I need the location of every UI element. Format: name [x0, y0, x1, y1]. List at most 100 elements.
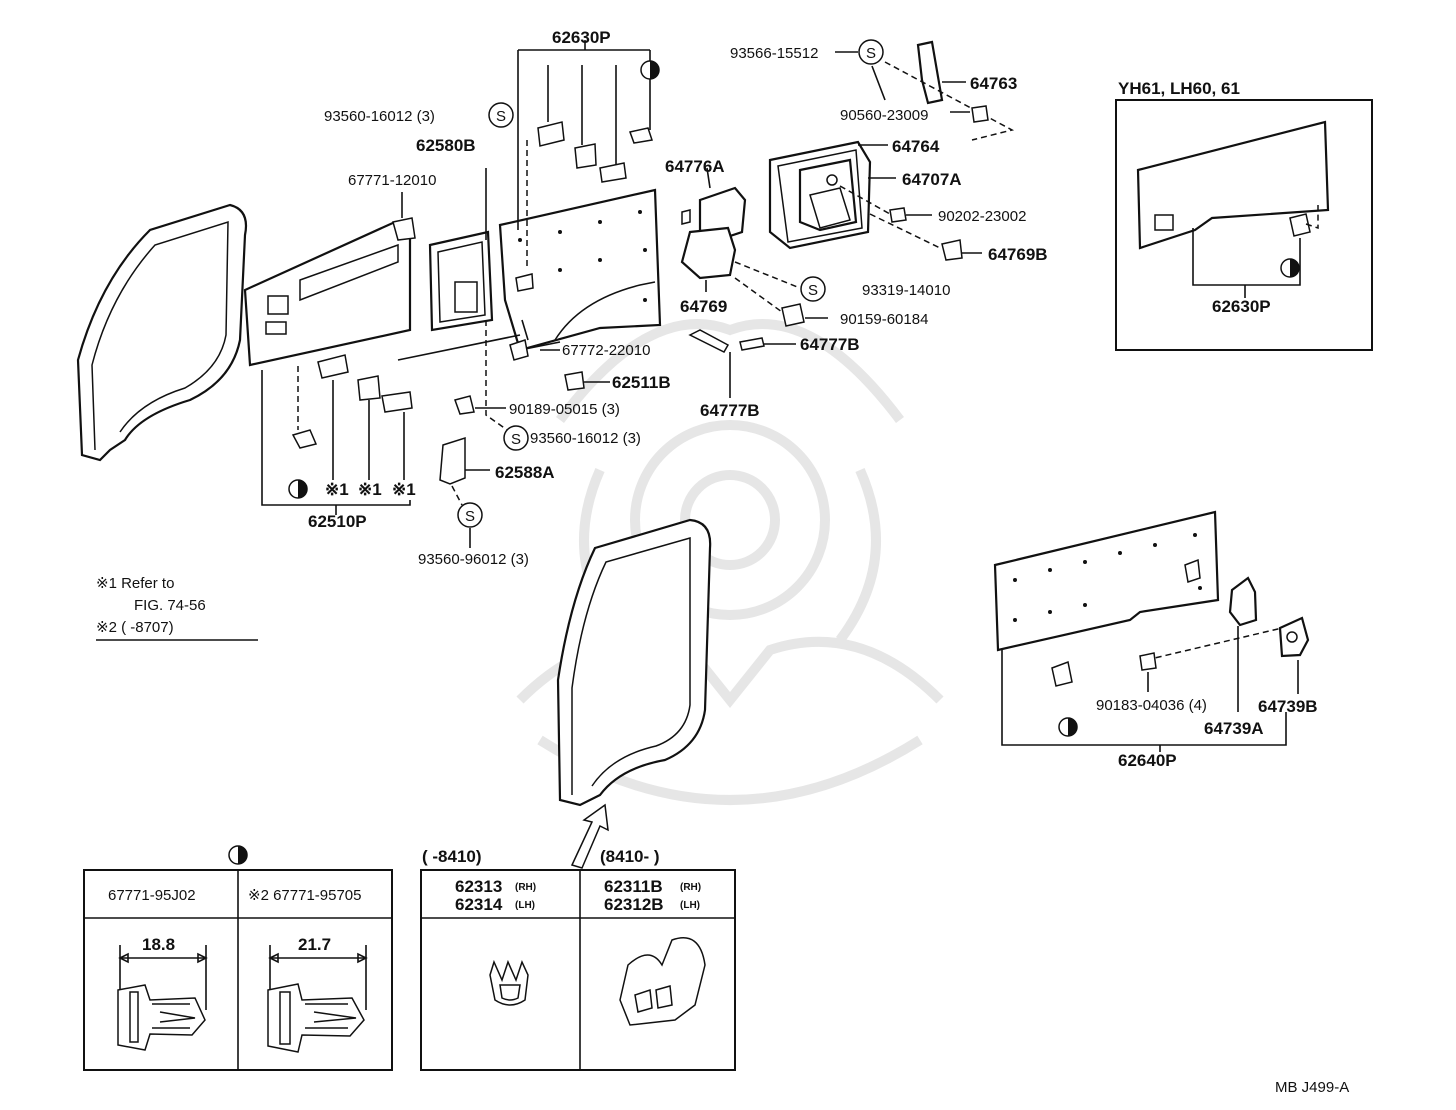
screw-rear-panel [1051, 660, 1073, 687]
label-90183-04036: 90183-04036 (4) [1096, 697, 1207, 714]
note-refer-to: ※1 Refer to [96, 575, 174, 592]
label-64739A: 64739A [1204, 719, 1264, 738]
nut-90183-04036 [1139, 652, 1157, 671]
inset-title: YH61, LH60, 61 [1118, 79, 1240, 98]
half-circle-marker-1 [288, 479, 308, 499]
symbol-s-1: S [488, 102, 514, 128]
half-circle-marker-3 [1280, 258, 1300, 278]
table-header-62312B-side: (LH) [680, 900, 700, 911]
symbol-s-2: S [503, 425, 529, 451]
clip-90189-05015 [454, 395, 475, 415]
dimension-21-7: 21.7 [298, 935, 331, 954]
label-93560-96012: 93560-96012 (3) [418, 551, 529, 568]
table-header-62314-side: (LH) [515, 900, 535, 911]
table-header-62313-side: (RH) [515, 882, 536, 893]
table-header-67771-95705: ※2 67771-95705 [248, 887, 362, 904]
armrest-clip-1 [317, 354, 349, 379]
label-64739B: 64739B [1258, 697, 1318, 716]
label-67772-22010: 67772-22010 [562, 342, 650, 359]
note-range: ※2 ( -8707) [96, 619, 174, 636]
label-64776A: 64776A [665, 157, 725, 176]
label-93319-14010: 93319-14010 [862, 282, 950, 299]
trim-clip-front [291, 429, 318, 449]
label-62510P: 62510P [308, 512, 367, 531]
svg-text:S: S [866, 45, 876, 62]
trim-clip-top-2 [574, 143, 597, 169]
range-label-after-8410: (8410- ) [600, 847, 660, 866]
label-64777B-b: 64777B [700, 401, 760, 420]
label-93566-15512: 93566-15512 [730, 45, 818, 62]
svg-text:S: S [496, 108, 506, 125]
half-circle-marker-4 [1058, 717, 1078, 737]
symbol-s-3: S [457, 502, 483, 528]
clip-67772-22010 [509, 339, 529, 361]
svg-text:S: S [465, 508, 475, 525]
screw-62511B [564, 371, 585, 391]
trim-clip-top-3 [599, 162, 627, 183]
screw-67771-12010 [392, 217, 416, 241]
pointer-arrow [570, 803, 609, 869]
label-90202-23002: 90202-23002 [938, 208, 1026, 225]
armrest-clip-2 [357, 375, 381, 401]
door-trim-panel-front [243, 220, 412, 367]
nut-90202-23002 [889, 207, 907, 223]
lock-bracket-64763 [916, 40, 944, 105]
dimension-18-8: 18.8 [142, 935, 175, 954]
label-62630P-top: 62630P [552, 28, 611, 47]
clip-drawing-62313 [489, 959, 529, 1006]
bracket-62588A [439, 436, 466, 485]
label-62588A: 62588A [495, 463, 555, 482]
diagram-reference: MB J499-A [1275, 1079, 1349, 1096]
label-64764: 64764 [892, 137, 940, 156]
label-64763: 64763 [970, 74, 1017, 93]
svg-text:S: S [511, 431, 521, 448]
symbol-s-4: S [858, 39, 884, 65]
label-64707A: 64707A [902, 170, 962, 189]
label-64777B-a: 64777B [800, 335, 860, 354]
inside-handle-lever-64769 [680, 226, 737, 280]
rear-trim-panel-62640P [993, 510, 1220, 652]
label-90159-60184: 90159-60184 [840, 311, 928, 328]
table-header-62311B: 62311B [604, 877, 663, 896]
range-label-before-8410: ( -8410) [422, 847, 482, 866]
label-93560-16012-mid: 93560-16012 (3) [530, 430, 641, 447]
table-header-62312B: 62312B [604, 895, 664, 914]
screw-90159-60184 [781, 303, 805, 327]
label-64769: 64769 [680, 297, 727, 316]
mark-ref-3: ※1 [392, 480, 416, 499]
inset-trim-panel [1136, 120, 1330, 250]
rod-64777B [688, 329, 730, 353]
symbol-s-5: S [800, 276, 826, 302]
inset-box-yh61 [1115, 99, 1373, 351]
clip-drawing-67771-95705 [267, 983, 365, 1053]
label-93560-16012-top: 93560-16012 (3) [324, 108, 435, 125]
table-header-62314: 62314 [455, 895, 503, 914]
mark-ref-1: ※1 [325, 480, 349, 499]
label-62580B: 62580B [416, 136, 476, 155]
trim-screw-top [629, 127, 653, 144]
label-67771-12010: 67771-12010 [348, 172, 436, 189]
clip-table-right [420, 869, 736, 1071]
label-62630P-inset: 62630P [1212, 297, 1271, 316]
svg-text:S: S [808, 282, 818, 299]
label-90560-23009: 90560-23009 [840, 107, 928, 124]
clip-drawing-62311B [619, 937, 706, 1026]
nut-90560-23009 [971, 105, 989, 123]
trim-clip-top-1 [537, 121, 565, 147]
label-62511B: 62511B [612, 373, 671, 392]
label-62640P: 62640P [1118, 751, 1177, 770]
label-64769B: 64769B [988, 245, 1048, 264]
screw-64769B [941, 239, 963, 261]
half-circle-marker-2 [640, 60, 660, 80]
table-header-62313: 62313 [455, 877, 502, 896]
table-header-62311B-side: (RH) [680, 882, 701, 893]
rear-panel-holes [1013, 533, 1202, 622]
table-header-67771-95J02: 67771-95J02 [108, 887, 196, 904]
striker-64739A [1228, 576, 1258, 627]
label-90189-05015: 90189-05015 (3) [509, 401, 620, 418]
door-trim-panel-rear [498, 188, 662, 352]
half-circle-marker-table [228, 845, 248, 865]
rod-clip-64777B [739, 337, 765, 351]
clip-drawing-67771-95J02 [117, 984, 206, 1051]
